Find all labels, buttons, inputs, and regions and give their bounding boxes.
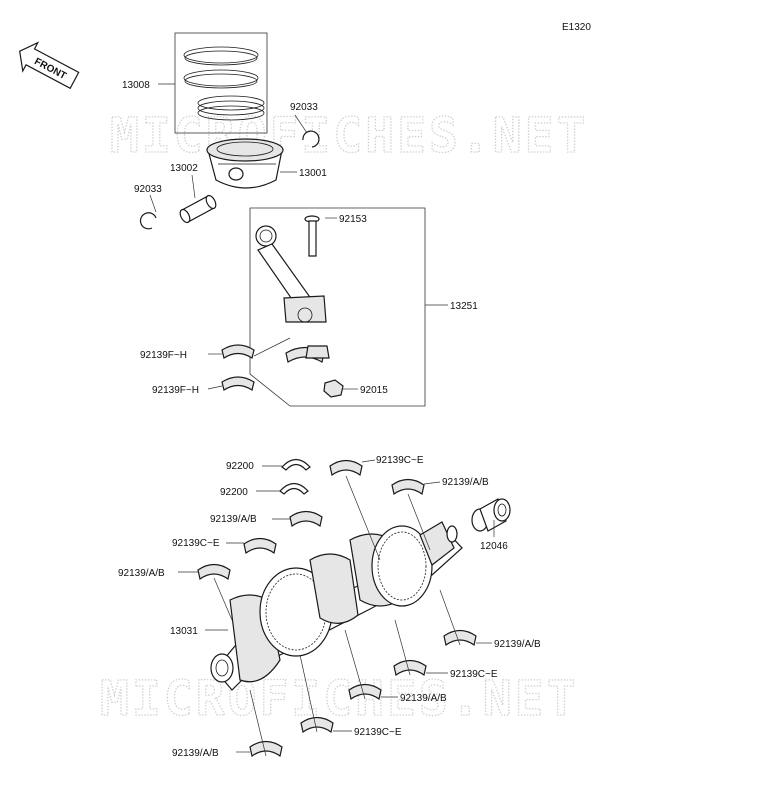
part-label-92139fh-2[interactable]: 92139F~H — [152, 385, 199, 396]
part-label-92139ce-2[interactable]: 92139C~E — [172, 538, 220, 549]
part-label-92139ab-2[interactable]: 92139/A/B — [210, 514, 257, 525]
bearing-fh-2 — [221, 376, 255, 391]
leader-lines — [149, 83, 495, 757]
main-bearing-9 — [300, 716, 334, 734]
circlip-right — [302, 130, 320, 148]
needle-bearing — [471, 498, 511, 532]
part-label-92139ce-1[interactable]: 92139C~E — [376, 455, 424, 466]
part-label-92139ab-6[interactable]: 92139/A/B — [172, 748, 219, 759]
thrust-washer-1 — [281, 458, 311, 471]
part-label-92139fh-1[interactable]: 92139F~H — [140, 350, 187, 361]
main-bearing-3 — [289, 510, 323, 528]
bearing-fh-1 — [221, 344, 255, 359]
part-label-92139ab-4[interactable]: 92139/A/B — [494, 639, 541, 650]
part-label-13251[interactable]: 13251 — [450, 301, 478, 312]
watermark-bottom: MICROFICHES.NET — [100, 671, 578, 727]
main-bearing-6 — [443, 629, 477, 647]
main-bearing-10 — [249, 740, 283, 758]
part-label-92153[interactable]: 92153 — [339, 214, 367, 225]
part-label-92139ce-3[interactable]: 92139C~E — [450, 669, 498, 680]
part-label-12046[interactable]: 12046 — [480, 541, 508, 552]
main-bearing-2 — [391, 478, 425, 496]
watermark-top: MICROFICHES.NET — [110, 108, 588, 164]
part-label-92139ab-1[interactable]: 92139/A/B — [442, 477, 489, 488]
part-label-13002[interactable]: 13002 — [170, 163, 198, 174]
part-label-13008[interactable]: 13008 — [122, 80, 150, 91]
main-bearing-5 — [197, 563, 231, 581]
part-label-92200-1[interactable]: 92200 — [226, 461, 254, 472]
conrod-box — [249, 207, 426, 407]
connecting-rod — [255, 225, 327, 323]
part-label-92139ab-3[interactable]: 92139/A/B — [118, 568, 165, 579]
main-bearing-8 — [348, 683, 382, 701]
main-bearing-4 — [243, 537, 277, 555]
piston-rings — [183, 46, 265, 121]
part-label-13031[interactable]: 13031 — [170, 626, 198, 637]
piston — [206, 138, 284, 189]
conrod-bolt — [304, 215, 320, 257]
part-label-92015[interactable]: 92015 — [360, 385, 388, 396]
conrod-nut — [323, 379, 344, 398]
part-label-92033-left[interactable]: 92033 — [134, 184, 162, 195]
part-label-92139ab-5[interactable]: 92139/A/B — [400, 693, 447, 704]
front-arrow-icon: FRONT — [19, 41, 80, 90]
main-bearing-7 — [393, 659, 427, 677]
piston-rings-box — [174, 32, 268, 134]
part-label-13001[interactable]: 13001 — [299, 168, 327, 179]
piston-pin — [179, 194, 217, 224]
diagram-id: E1320 — [562, 22, 591, 33]
part-label-92033-top[interactable]: 92033 — [290, 102, 318, 113]
part-label-92139ce-4[interactable]: 92139C~E — [354, 727, 402, 738]
part-label-92200-2[interactable]: 92200 — [220, 487, 248, 498]
conrod-bearing-cap — [305, 345, 330, 359]
crankshaft — [210, 521, 463, 691]
circlip-left — [139, 212, 157, 230]
thrust-washer-2 — [279, 482, 309, 495]
main-bearing-1 — [329, 459, 363, 477]
